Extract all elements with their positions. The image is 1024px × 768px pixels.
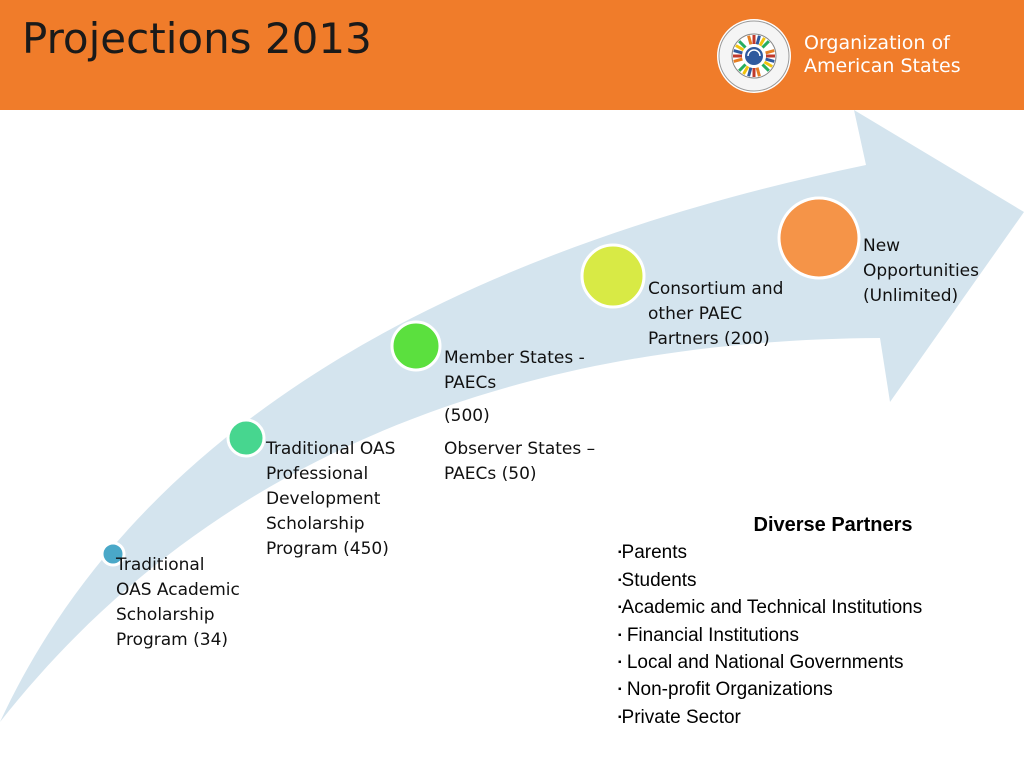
- slide-title: Projections 2013: [22, 14, 372, 63]
- list-item: ▪ Non-profit Organizations: [618, 679, 833, 701]
- list-item: ▪ Local and National Governments: [618, 652, 904, 674]
- member-states-count: (500): [444, 406, 490, 426]
- growth-arrow: [0, 110, 1024, 722]
- stage-3-label: Member States -PAECs (500) Observer Stat…: [444, 346, 595, 487]
- oas-seal-icon: [717, 19, 791, 93]
- organization-name: Organization of American States: [804, 32, 961, 78]
- square-bullet-icon: ▪: [618, 574, 622, 586]
- stage-5-marker: [777, 196, 861, 280]
- partners-heading: Diverse Partners: [753, 514, 913, 536]
- observer-states-text: Observer States –PAECs (50): [444, 439, 596, 484]
- square-bullet-icon: ▪: [618, 711, 622, 723]
- diverse-partners-box: Diverse Partners ▪Parents ▪Students ▪Aca…: [618, 512, 1018, 731]
- list-item: ▪Students: [618, 569, 697, 591]
- square-bullet-icon: ▪: [618, 629, 622, 641]
- list-item: ▪Academic and Technical Institutions: [618, 597, 923, 619]
- stage-4-marker: [580, 243, 646, 309]
- square-bullet-icon: ▪: [618, 602, 622, 614]
- org-name-line-2: American States: [804, 55, 961, 77]
- member-states-text: Member States -PAECs: [444, 348, 585, 393]
- list-item: ▪ Financial Institutions: [618, 624, 799, 646]
- org-name-line-1: Organization of: [804, 32, 950, 54]
- stage-3-marker: [390, 320, 442, 372]
- stage-1-marker: [100, 541, 126, 567]
- list-item: ▪Private Sector: [618, 706, 741, 728]
- square-bullet-icon: ▪: [618, 547, 622, 559]
- stage-2-marker: [226, 418, 266, 458]
- header-bar: Projections 2013 Organization of America…: [0, 0, 1024, 110]
- square-bullet-icon: ▪: [618, 684, 622, 696]
- partners-list: ▪Parents ▪Students ▪Academic and Technic…: [618, 539, 1018, 731]
- square-bullet-icon: ▪: [618, 657, 622, 669]
- oas-logo: Organization of American States: [716, 18, 1016, 94]
- list-item: ▪Parents: [618, 542, 688, 564]
